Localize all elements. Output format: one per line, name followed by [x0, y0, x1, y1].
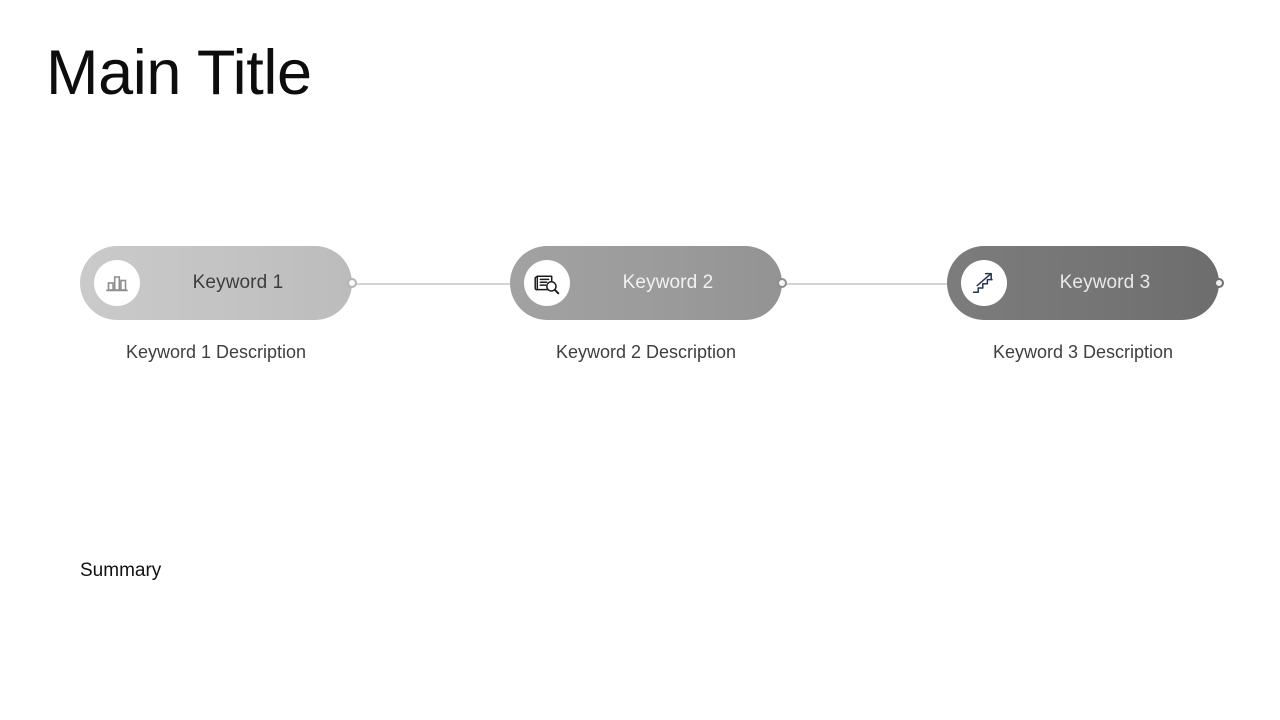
step-description-2: Keyword 2 Description	[555, 342, 737, 362]
process-timeline: Keyword 1 Keyword 1 Description	[0, 246, 1280, 386]
step-label-3: Keyword 3	[1059, 272, 1151, 293]
document-search-icon	[524, 260, 570, 306]
step-pill-2[interactable]: Keyword 2	[510, 246, 787, 320]
step-description-3: Keyword 3 Description	[992, 342, 1174, 362]
timeline-node-2	[777, 278, 787, 288]
step-label-2: Keyword 2	[622, 272, 714, 293]
timeline-step-3[interactable]: Keyword 3 Keyword 3 Description	[947, 246, 1224, 362]
stairs-growth-arrow-icon	[961, 260, 1007, 306]
timeline-node-1	[347, 278, 357, 288]
step-description-1: Keyword 1 Description	[125, 342, 307, 362]
step-label-1: Keyword 1	[192, 272, 284, 293]
connector-line-2	[782, 283, 947, 285]
summary-text: Summary	[80, 560, 162, 581]
timeline-node-3	[1214, 278, 1224, 288]
page-title: Main Title	[46, 38, 312, 108]
timeline-step-2[interactable]: Keyword 2 Keyword 2 Description	[510, 246, 787, 362]
connector-line-1	[352, 283, 510, 285]
timeline-step-1[interactable]: Keyword 1 Keyword 1 Description	[80, 246, 357, 362]
bar-chart-icon	[94, 260, 140, 306]
step-pill-1[interactable]: Keyword 1	[80, 246, 357, 320]
step-pill-3[interactable]: Keyword 3	[947, 246, 1224, 320]
